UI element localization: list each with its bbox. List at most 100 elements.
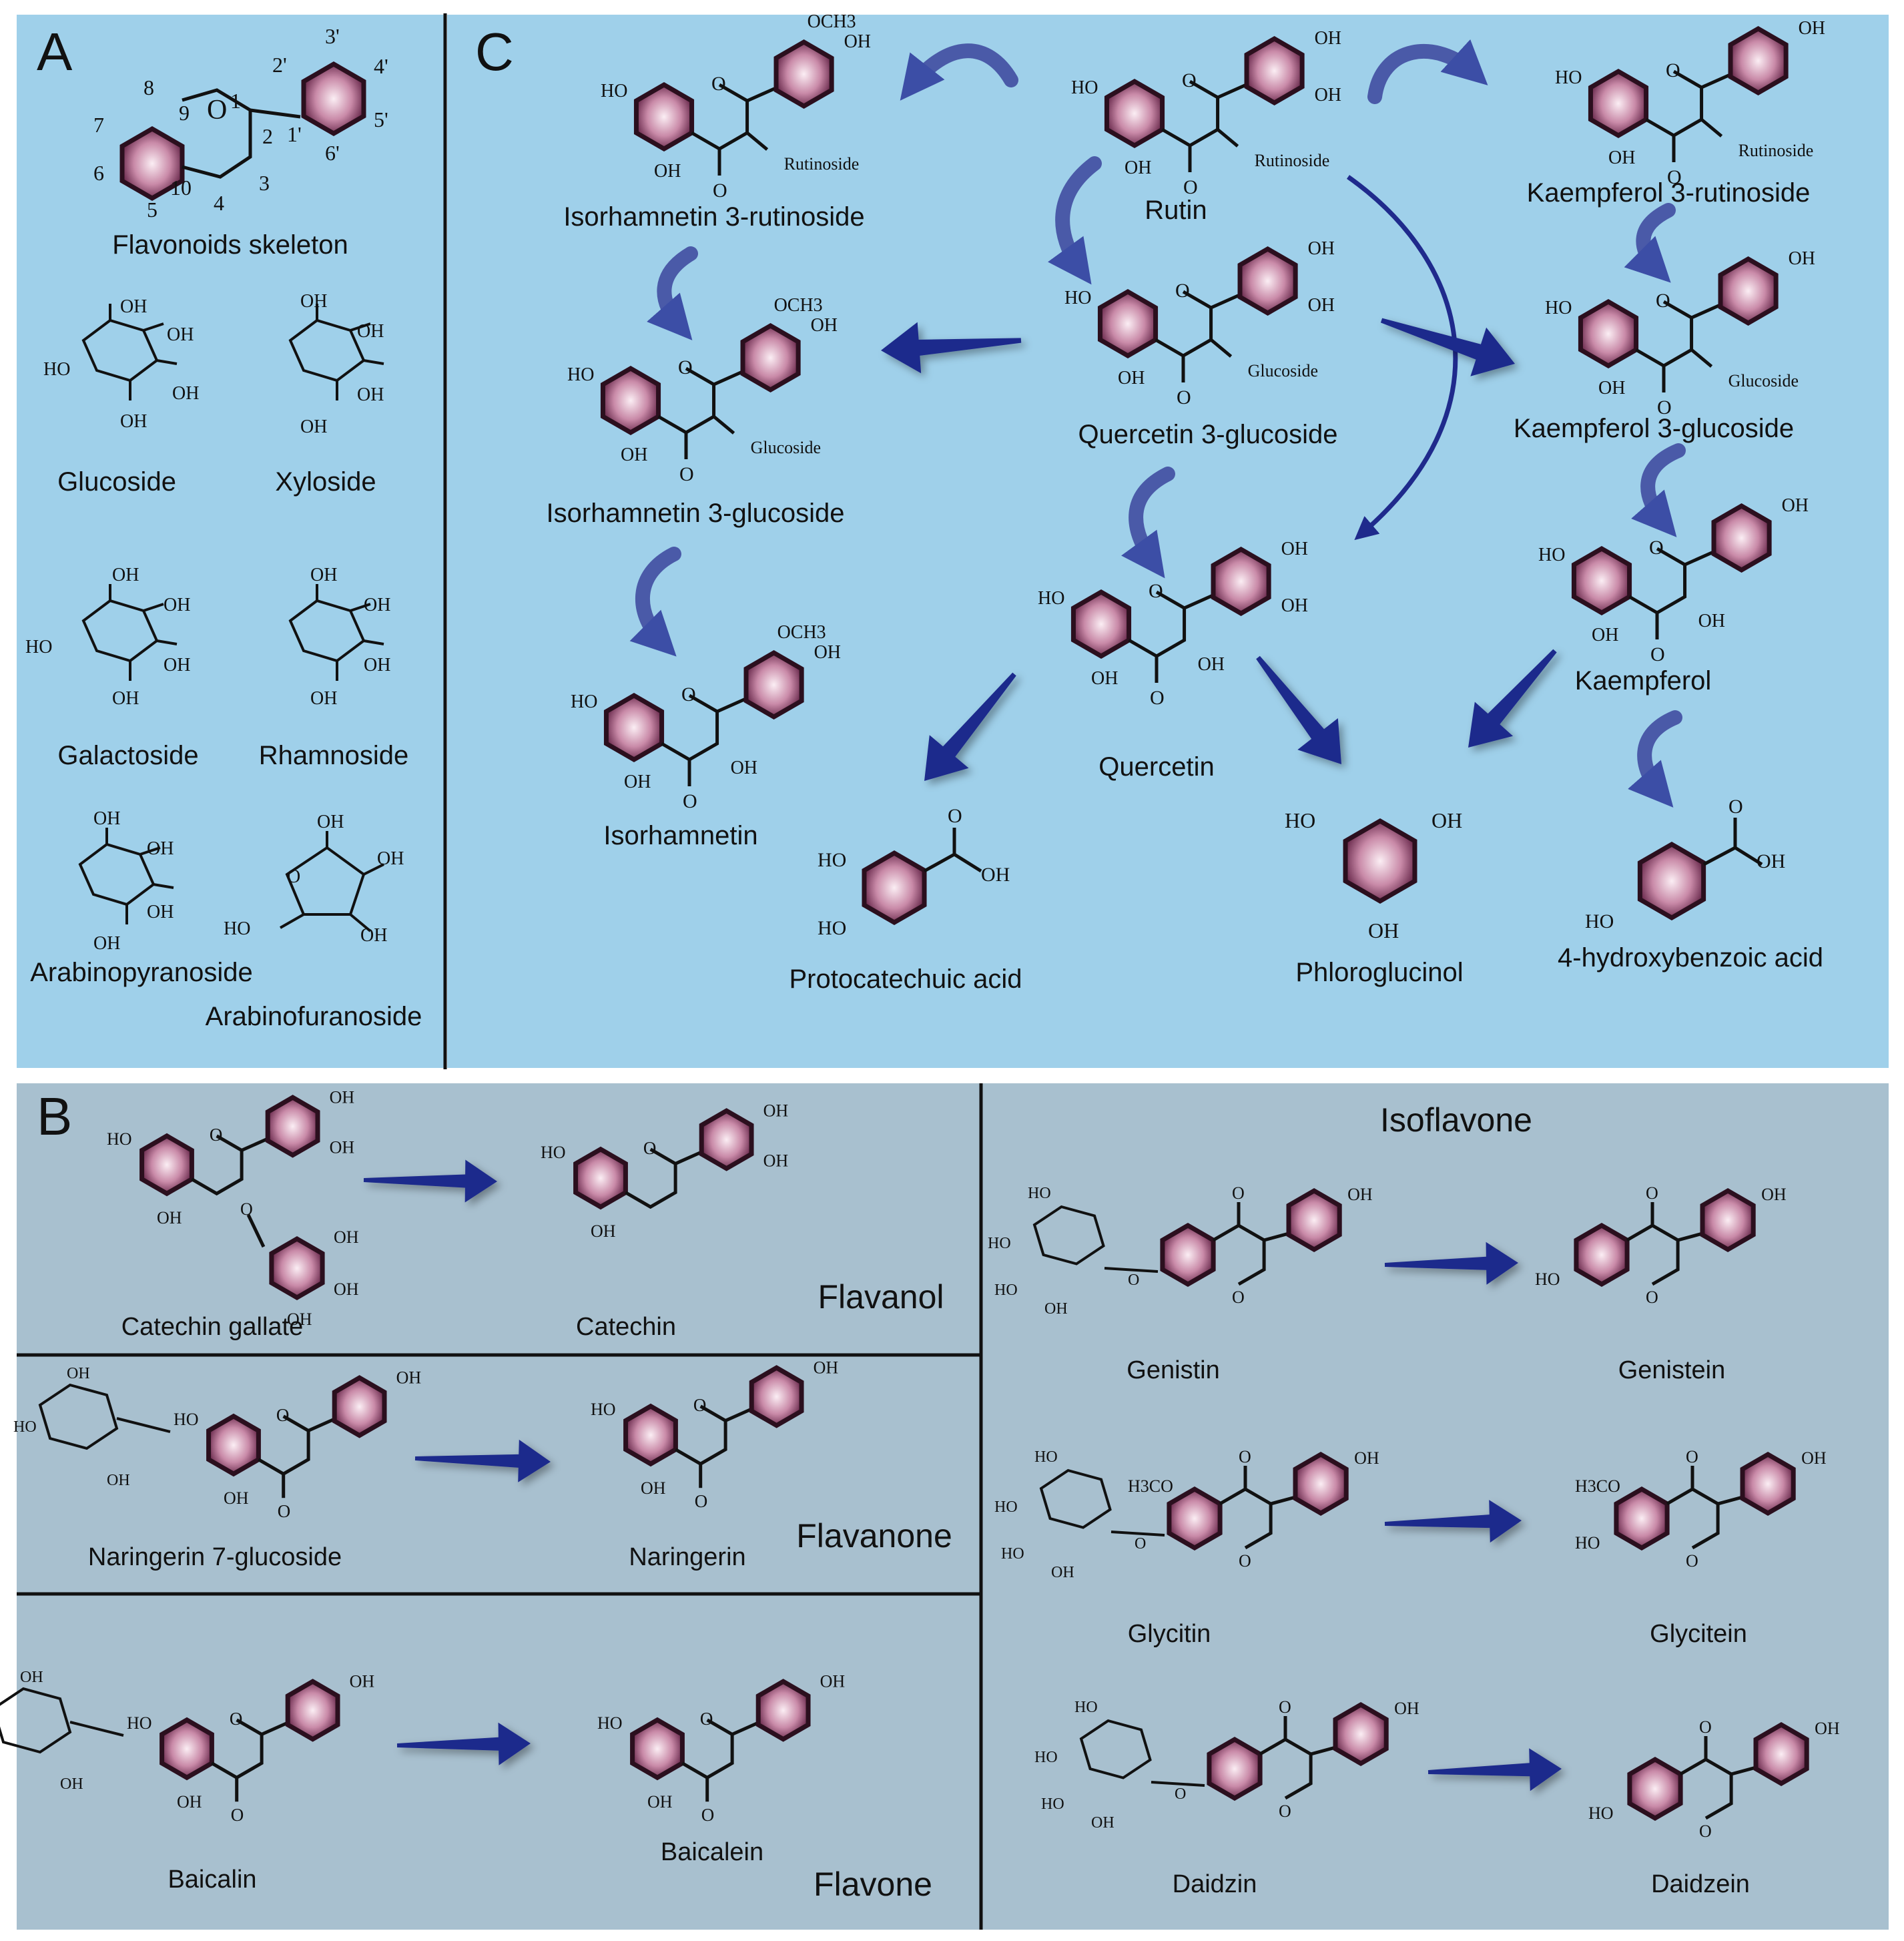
skeleton-number-3p: 3': [325, 24, 340, 48]
oh-label: OH: [1608, 148, 1635, 168]
ketone-oxygen: O: [1646, 1183, 1658, 1203]
ho-label: HO: [107, 1129, 132, 1149]
oh-label: OH: [1044, 1300, 1068, 1318]
oh-label: OH: [1801, 1448, 1827, 1468]
svg-text:OH: OH: [364, 595, 390, 615]
ring-oxygen: O: [700, 1709, 713, 1729]
arrow-rutin-to-isorhamnetin-rut: [900, 43, 1018, 101]
oh-label: OH: [654, 161, 681, 182]
oh-label: OH: [1354, 1448, 1379, 1468]
oh-label: OH: [1118, 368, 1145, 388]
label-4-hydroxybenzoic-acid: 4-hydroxybenzoic acid: [1558, 943, 1823, 973]
substituent-label: Glucoside: [751, 438, 821, 457]
label-protocatechuic-acid: Protocatechuic acid: [789, 964, 1022, 994]
skeleton-number-2: 2: [262, 124, 273, 148]
arrow-qglc-to-isoglc: [881, 322, 1022, 374]
atom-label: HO: [1585, 910, 1614, 932]
svg-text:OH: OH: [300, 291, 327, 312]
label-phloroglucinol: Phloroglucinol: [1295, 958, 1463, 987]
arrow-catechin-gallate-to-catechin: [363, 1159, 497, 1203]
skeleton-number-10: 10: [170, 176, 192, 200]
panel-c-labels: Isorhamnetin 3-rutinoside Rutin Kaempfer…: [547, 178, 1823, 994]
arrow-isoglc-to-isorhamnetin: [629, 547, 681, 657]
ho-label: HO: [1041, 1795, 1064, 1813]
panel-b: B: [17, 1083, 1889, 1930]
skeleton-number-3: 3: [259, 171, 270, 195]
sugar-arabinofuranoside: OH OH OH HO O: [224, 812, 404, 946]
ring-oxygen: O: [678, 356, 693, 378]
label-catechin: Catechin: [576, 1313, 676, 1341]
panel-b-arrows: [363, 1159, 1562, 1791]
arrow-baicalin-to-baicalein: [396, 1722, 531, 1765]
ketone-oxygen: O: [278, 1501, 291, 1521]
ring-oxygen: O: [1686, 1551, 1698, 1571]
ketone-oxygen: O: [1650, 643, 1665, 665]
sugar-glucoside: OH OH OH OH HO: [43, 296, 199, 432]
ring-oxygen: O: [693, 1395, 707, 1415]
label-naringerin: Naringerin: [629, 1543, 745, 1571]
sugar-galactoside: OH OH OH OH HO: [25, 565, 190, 709]
svg-text:OH: OH: [300, 417, 327, 437]
ho-label: HO: [1555, 67, 1582, 88]
oh-label: OH: [177, 1792, 202, 1812]
oh-label: OH: [820, 1671, 846, 1691]
panel-a-letter: A: [37, 22, 73, 81]
ketone-oxygen: O: [713, 180, 727, 202]
skeleton-number-2p: 2': [272, 53, 287, 77]
ketone-oxygen: O: [679, 463, 694, 485]
sugar-arabinopyranoside: OH OH OH OH: [79, 808, 175, 954]
arrow-naringerin-glc-to-naringerin: [414, 1439, 551, 1482]
oh-label: OH: [334, 1227, 359, 1247]
ho-label: HO: [1588, 1804, 1614, 1823]
oh-label: OH: [1308, 238, 1335, 259]
ho-label: HO: [591, 1400, 616, 1419]
oh-label: OH: [67, 1365, 90, 1382]
label-kaempferol: Kaempferol: [1575, 666, 1712, 696]
oh-label: OH: [763, 1101, 789, 1120]
label-isoflavone-title: Isoflavone: [1380, 1101, 1532, 1139]
atom-label: HO: [818, 917, 846, 939]
label-quercetin: Quercetin: [1098, 752, 1214, 782]
panel-a: A O 1 2 3 4 5 6 7 8 9 10 1' 2' 3' 4' 5' …: [17, 15, 444, 1068]
methoxy-label: OCH3: [777, 622, 826, 643]
oh-label: OH: [1091, 668, 1118, 689]
label-glycitein: Glycitein: [1650, 1620, 1747, 1648]
ring-oxygen: O: [1699, 1822, 1712, 1841]
panel-b-background: [17, 1083, 1889, 1930]
ring-oxygen: O: [1182, 69, 1197, 91]
oh-label: OH: [350, 1671, 375, 1691]
skeleton-number-5p: 5': [374, 107, 388, 131]
ketone-oxygen: O: [1150, 687, 1165, 709]
skeleton-number-5: 5: [147, 198, 157, 222]
oh-label: OH: [1598, 378, 1625, 398]
ho-label: HO: [601, 81, 627, 101]
ho-label: HO: [1535, 1270, 1560, 1289]
ketone-oxygen: O: [1232, 1183, 1245, 1203]
label-baicalein: Baicalein: [661, 1838, 763, 1866]
panel-b-letter: B: [37, 1087, 72, 1146]
ketone-oxygen: O: [683, 790, 697, 812]
arrow-isorut-to-isoglc: [647, 246, 698, 340]
ketone-oxygen: O: [1239, 1447, 1251, 1466]
svg-text:OH: OH: [164, 655, 190, 675]
sugar-xyloside: OH OH OH OH: [289, 291, 385, 437]
svg-text:OH: OH: [112, 565, 139, 585]
arrow-quercetin-to-phloroglucinol: [1256, 655, 1341, 764]
oh-label: OH: [157, 1208, 182, 1227]
ring-oxygen: O: [1239, 1551, 1251, 1571]
skeleton-label: Flavonoids skeleton: [112, 230, 348, 260]
oh-label: OH: [1394, 1699, 1419, 1718]
oh-label: OH: [1815, 1719, 1840, 1738]
skeleton-ring-oxygen: O: [207, 95, 227, 125]
svg-text:OH: OH: [310, 565, 337, 585]
label-rutin: Rutin: [1145, 196, 1207, 225]
label-catechin-gallate: Catechin gallate: [121, 1313, 304, 1341]
sugar-label-glucoside: Glucoside: [57, 467, 176, 497]
ring-oxygen: O: [1666, 59, 1680, 81]
ring-oxygen: O: [643, 1138, 657, 1158]
